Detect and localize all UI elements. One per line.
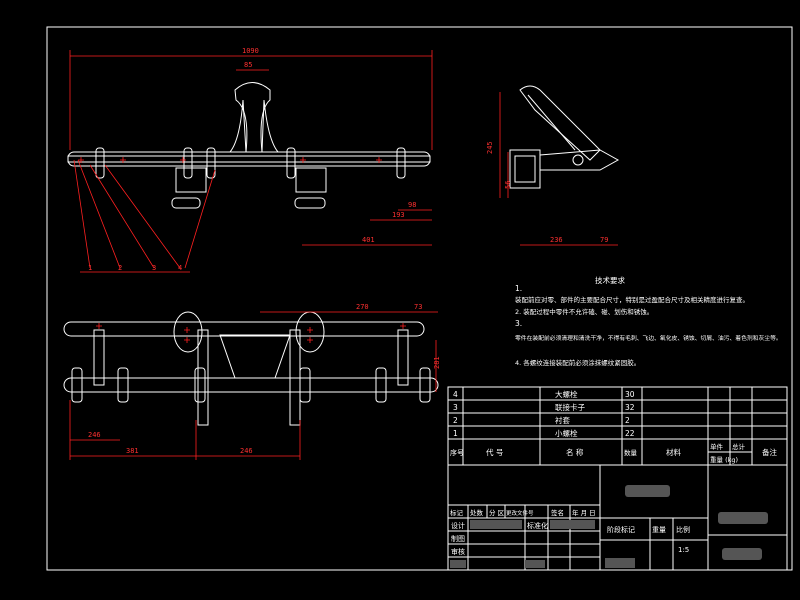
plan-tube-top [63, 321, 425, 337]
dim-plan-left: 246 [88, 431, 101, 439]
side-view: 245 56 236 79 [486, 85, 620, 246]
svg-text:3.: 3. [515, 319, 522, 328]
dim-plan-246: 246 [240, 447, 253, 455]
svg-text:标记: 标记 [450, 508, 464, 517]
dim-plan-73: 73 [414, 303, 422, 311]
svg-text:2: 2 [453, 416, 458, 425]
svg-text:2. 装配过程中零件不允许磕、碰、划伤和锈蚀。: 2. 装配过程中零件不允许磕、碰、划伤和锈蚀。 [515, 307, 653, 316]
svg-text:32: 32 [625, 403, 635, 412]
plan-tube-bottom [63, 377, 439, 393]
front-view: 1090 85 98 193 401 1 2 3 4 [67, 47, 433, 273]
svg-text:签名: 签名 [551, 508, 564, 517]
dim-top-width: 85 [244, 61, 252, 69]
flange [286, 147, 296, 179]
title-block: 标记 处数 分 区 更改文件号 签名 年 月 日 设计 标准化 制图 审核 阶段… [447, 464, 788, 571]
balloon-3: 3 [152, 264, 156, 272]
svg-text:阶段标记: 阶段标记 [607, 525, 635, 534]
tech-requirements: 技术要求 1. 装配前应对零、部件的主要配合尺寸，特别是过盈配合尺寸及相关精度进… [515, 275, 782, 367]
bom-table: 4 大螺栓 30 3 联接卡子 32 2 衬套 2 1 小螺栓 22 序号 代 … [447, 386, 788, 466]
plan-view: 270 73 281 246 381 246 [63, 303, 441, 460]
bolt-marks [78, 157, 382, 163]
svg-text:2: 2 [625, 416, 630, 425]
front-pylon [234, 82, 271, 153]
svg-text:大螺栓: 大螺栓 [555, 389, 578, 399]
flange [396, 147, 406, 179]
svg-text:重量 (kg): 重量 (kg) [710, 456, 738, 464]
svg-text:代 号: 代 号 [486, 447, 503, 457]
svg-text:零件在装配前必须清理和清洗干净，不得有毛刺、飞边、氧化皮、锈: 零件在装配前必须清理和清洗干净，不得有毛刺、飞边、氧化皮、锈蚀、切屑、油污、着色… [515, 334, 782, 342]
flange [206, 147, 216, 179]
svg-text:4: 4 [453, 390, 458, 399]
dim-plan-270: 270 [356, 303, 369, 311]
svg-text:30: 30 [625, 390, 635, 399]
plan-pylon [219, 334, 291, 379]
svg-text:处数: 处数 [470, 508, 484, 517]
svg-text:重量: 重量 [652, 526, 666, 534]
svg-text:名 称: 名 称 [566, 447, 584, 457]
svg-text:比例: 比例 [676, 525, 690, 534]
dim-right-offset: 98 [408, 201, 416, 209]
dim-401: 401 [362, 236, 375, 244]
svg-text:材料: 材料 [666, 447, 681, 457]
hanger [295, 167, 327, 193]
svg-text:单件: 单件 [710, 442, 724, 451]
svg-text:22: 22 [625, 429, 635, 438]
flange [183, 147, 193, 179]
side-arm [519, 85, 601, 161]
svg-text:1.: 1. [515, 284, 522, 293]
dim-side-width-small: 79 [600, 236, 608, 244]
dim-side-small: 56 [504, 181, 512, 189]
hanger [175, 167, 207, 193]
dim-193: 193 [392, 211, 405, 219]
plan-bracket [173, 311, 203, 353]
svg-text:总计: 总计 [732, 442, 746, 451]
svg-text:1: 1 [453, 429, 458, 438]
dim-total-width: 1090 [242, 47, 259, 55]
svg-text:分 区: 分 区 [489, 508, 505, 517]
svg-text:备注: 备注 [762, 447, 777, 457]
svg-text:设计: 设计 [451, 521, 465, 530]
svg-text:4. 各螺纹连接装配前必须涂抹螺纹紧固胶。: 4. 各螺纹连接装配前必须涂抹螺纹紧固胶。 [515, 358, 640, 367]
drawing-frame [46, 26, 793, 571]
dim-side-width: 236 [550, 236, 563, 244]
tech-title: 技术要求 [595, 275, 625, 285]
svg-text:更改文件号: 更改文件号 [506, 509, 534, 517]
svg-text:装配前应对零、部件的主要配合尺寸，特别是过盈配合尺寸及相关精: 装配前应对零、部件的主要配合尺寸，特别是过盈配合尺寸及相关精度进行复查。 [515, 295, 749, 304]
balloon-2: 2 [118, 264, 122, 272]
front-tube [67, 151, 431, 167]
scale-value: 1:5 [678, 546, 689, 554]
svg-text:联接卡子: 联接卡子 [555, 402, 585, 412]
dim-plan-height: 281 [433, 356, 441, 369]
balloon-1: 1 [88, 264, 92, 272]
dim-side-height: 245 [486, 141, 494, 154]
svg-text:数量: 数量 [624, 448, 638, 457]
svg-text:衬套: 衬套 [555, 415, 570, 425]
svg-text:标准化: 标准化 [527, 521, 548, 530]
svg-text:年 月 日: 年 月 日 [572, 508, 596, 517]
flange [95, 147, 105, 179]
svg-text:序号: 序号 [450, 448, 464, 457]
svg-text:审核: 审核 [451, 547, 465, 556]
balloon-4: 4 [178, 264, 182, 272]
svg-text:小螺栓: 小螺栓 [555, 428, 578, 438]
svg-text:3: 3 [453, 403, 458, 412]
svg-text:制图: 制图 [451, 534, 465, 543]
dim-plan-381: 381 [126, 447, 139, 455]
